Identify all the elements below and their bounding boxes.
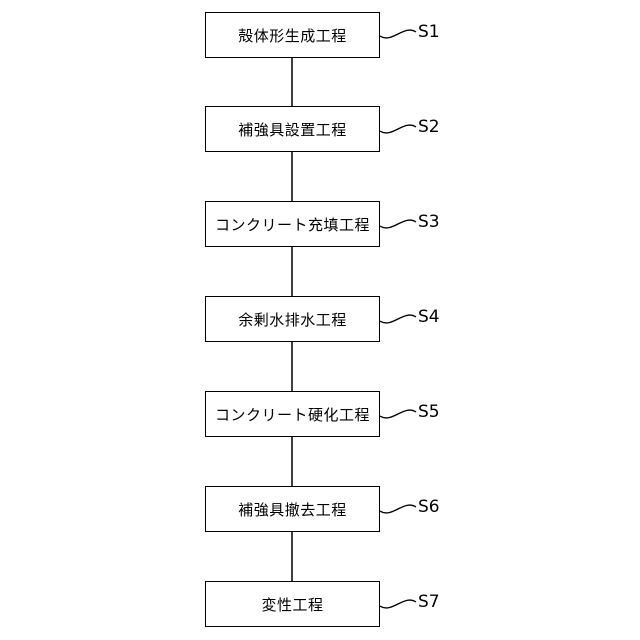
step-box-s7: 変性工程	[205, 581, 380, 627]
leader-s3	[380, 220, 416, 228]
step-box-s4: 余剰水排水工程	[205, 296, 380, 342]
step-label-s5: S5	[418, 402, 440, 422]
step-box-s2: 補強具設置工程	[205, 106, 380, 152]
step-text-s7: 変性工程	[261, 594, 323, 615]
step-box-s1: 殻体形生成工程	[205, 12, 380, 58]
leader-s5	[380, 410, 416, 418]
leader-s1	[380, 30, 416, 38]
leader-s2	[380, 125, 416, 133]
step-label-s3: S3	[418, 212, 440, 232]
step-label-s6: S6	[418, 497, 440, 517]
step-box-s3: コンクリート充填工程	[205, 201, 380, 247]
step-box-s6: 補強具撤去工程	[205, 486, 380, 532]
step-text-s1: 殻体形生成工程	[238, 25, 347, 46]
step-label-s2: S2	[418, 117, 440, 137]
leader-s4	[380, 315, 416, 323]
leader-s7	[380, 600, 416, 608]
step-text-s3: コンクリート充填工程	[215, 214, 370, 235]
step-label-s7: S7	[418, 592, 440, 612]
step-text-s4: 余剰水排水工程	[238, 309, 347, 330]
step-label-s1: S1	[418, 22, 440, 42]
leader-s6	[380, 505, 416, 513]
step-text-s2: 補強具設置工程	[238, 119, 347, 140]
step-box-s5: コンクリート硬化工程	[205, 391, 380, 437]
step-label-s4: S4	[418, 307, 440, 327]
step-text-s6: 補強具撤去工程	[238, 499, 347, 520]
step-text-s5: コンクリート硬化工程	[215, 404, 370, 425]
